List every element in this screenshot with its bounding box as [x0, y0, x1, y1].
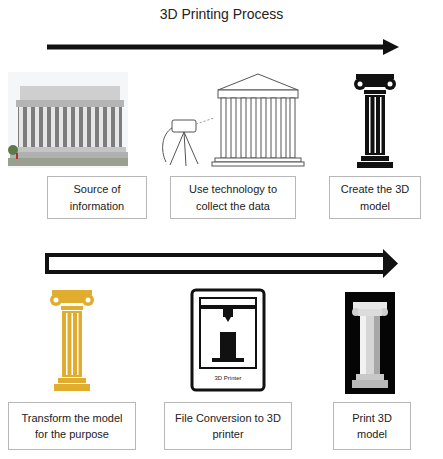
flow-arrow [47, 39, 399, 55]
process-box: Transform the model for the purpose [8, 402, 136, 450]
temple-drawing [212, 74, 304, 166]
flow-arrow [47, 249, 398, 278]
box-text: Create the 3D model [335, 181, 415, 214]
printer-drawing [192, 290, 264, 390]
process-box: Use technology to collect the data [170, 176, 296, 219]
box-text: Transform the model for the purpose [14, 410, 130, 443]
column-model [354, 74, 396, 168]
process-box: File Conversion to 3D printer [164, 402, 292, 450]
box-text: File Conversion to 3D printer [170, 410, 286, 443]
process-box: Create the 3D model [329, 176, 421, 219]
box-text: Source of information [53, 181, 141, 214]
building-photo [8, 72, 128, 168]
diagram-title: 3D Printing Process [0, 6, 443, 22]
device-label: 3D Printer [214, 375, 241, 381]
process-box: Print 3D model [333, 402, 411, 450]
column-model [50, 290, 94, 391]
scanner-drawing [163, 118, 214, 166]
box-text: Use technology to collect the data [176, 181, 290, 214]
box-text: Print 3D model [339, 410, 405, 443]
printed-column-photo [345, 292, 395, 394]
process-box: Source of information [47, 176, 147, 219]
